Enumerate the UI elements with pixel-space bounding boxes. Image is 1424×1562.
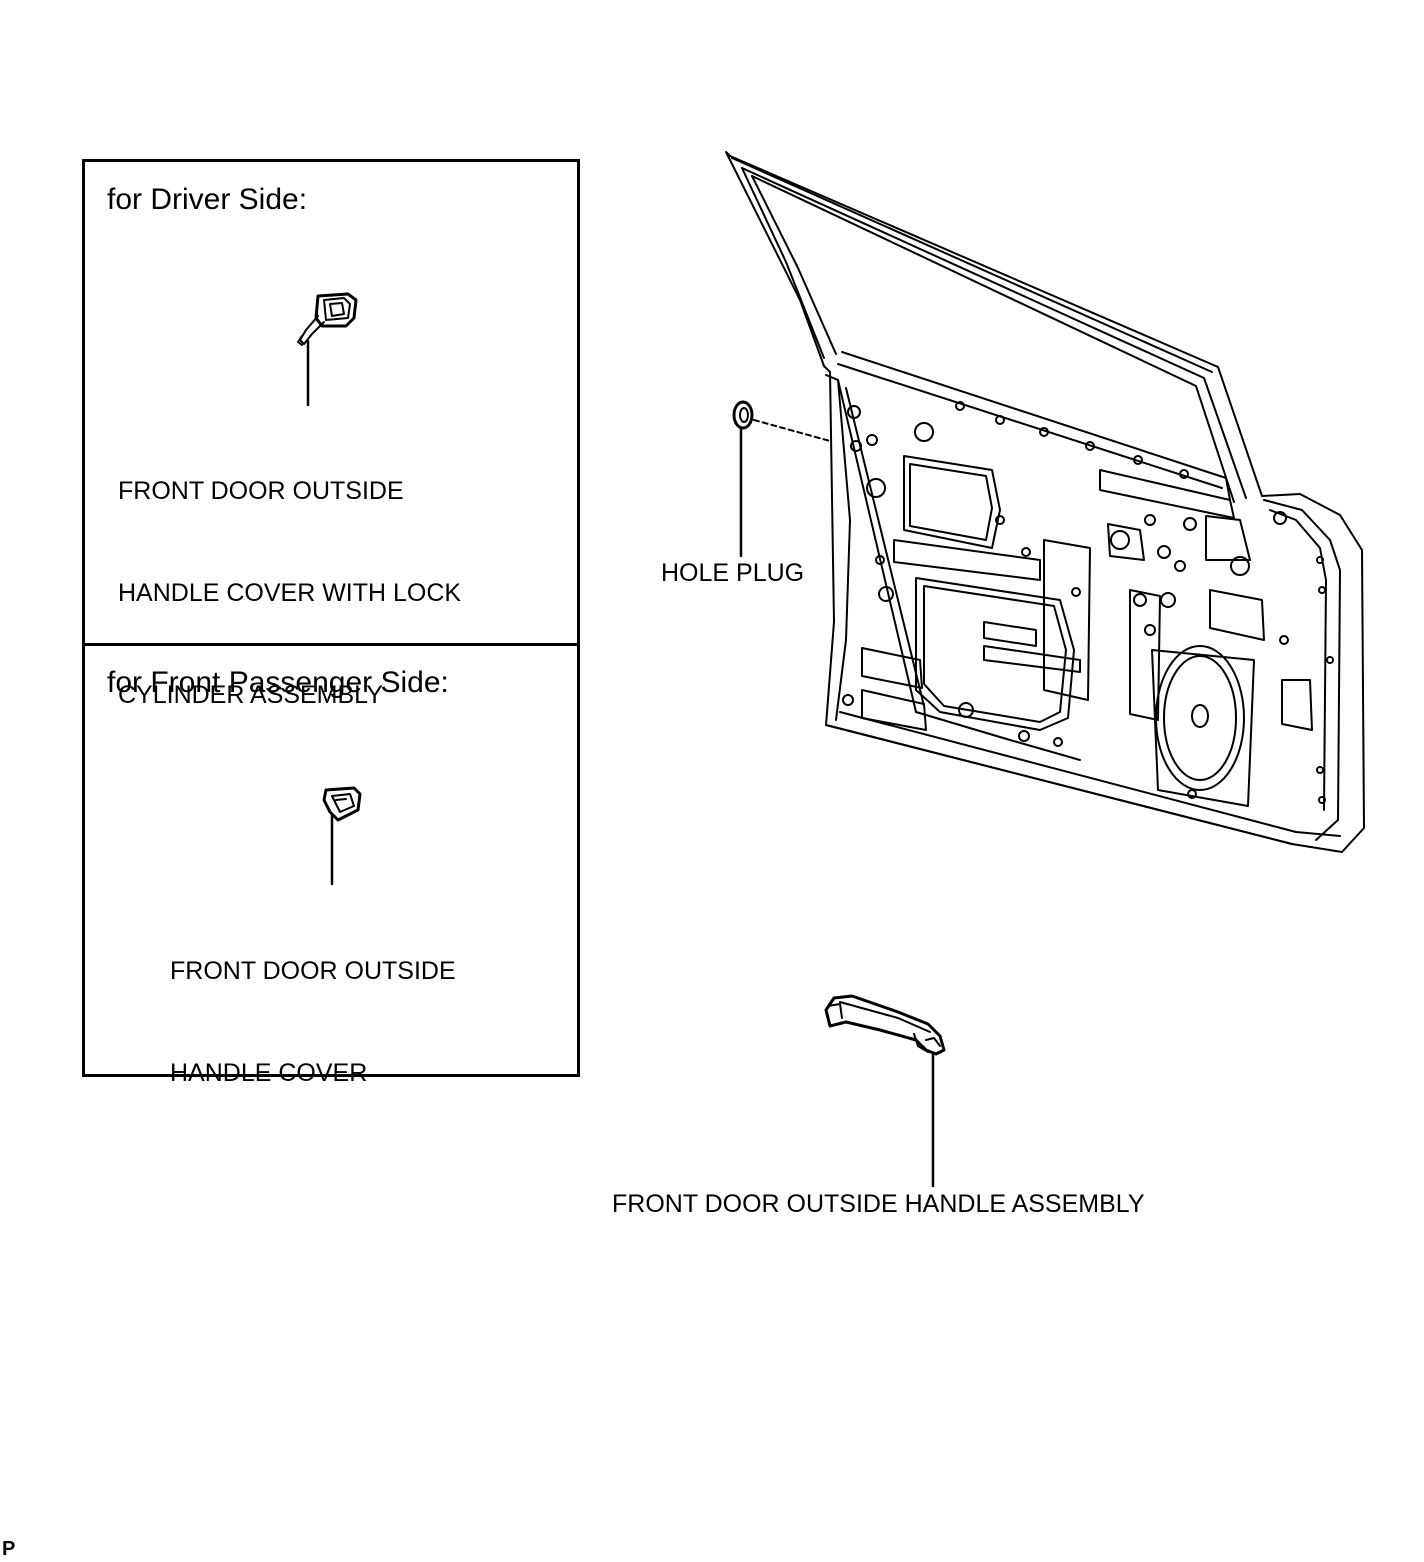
hole-plug-label: HOLE PLUG: [661, 559, 805, 587]
passenger-side-panel: [82, 643, 580, 1077]
hole-plug-dashed-line: [753, 419, 831, 442]
driver-part-label: FRONT DOOR OUTSIDE HANDLE COVER WITH LOC…: [118, 406, 461, 746]
passenger-part-label-line: HANDLE COVER: [170, 1059, 368, 1087]
handle-assembly-label: FRONT DOOR OUTSIDE HANDLE ASSEMBLY: [612, 1190, 1145, 1218]
front-door-panel-icon: [725, 151, 1365, 853]
passenger-part-label-line: FRONT DOOR OUTSIDE: [170, 957, 456, 985]
driver-part-label-line: HANDLE COVER WITH LOCK: [118, 579, 462, 607]
passenger-side-heading: for Front Passenger Side:: [107, 666, 449, 699]
driver-part-label-line: CYLINDER ASSEMBLY: [118, 681, 383, 709]
outside-handle-assembly-icon: [824, 994, 946, 1056]
handle-cover-icon: [322, 786, 362, 822]
lock-cylinder-cover-icon: [297, 292, 358, 346]
passenger-part-label: FRONT DOOR OUTSIDE HANDLE COVER: [170, 886, 456, 1124]
driver-side-heading: for Driver Side:: [107, 183, 308, 216]
footer-code: P: [2, 1538, 16, 1560]
driver-part-label-line: FRONT DOOR OUTSIDE: [118, 477, 404, 505]
hole-plug-icon: [732, 400, 754, 430]
